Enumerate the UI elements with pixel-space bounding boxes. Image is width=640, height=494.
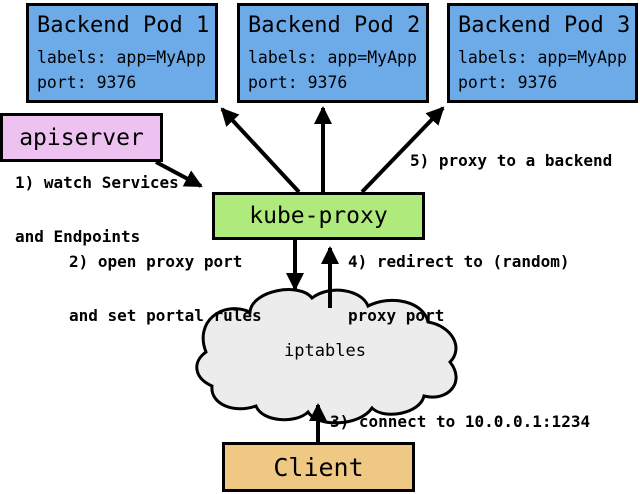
annotation-step3: 3) connect to 10.0.0.1:1234 (330, 408, 590, 435)
annotation-step2: 2) open proxy port and set portal rules (69, 248, 262, 329)
step4-line1: 4) redirect to (random) (348, 252, 570, 271)
pod-port: port: 9376 (248, 73, 348, 92)
pod-labels: labels: app=MyApp (458, 48, 627, 67)
iptables-label: iptables (284, 341, 366, 361)
backend-pod-1-box: Backend Pod 1 labels: app=MyApp port: 93… (26, 3, 218, 103)
arrow-watch-services (155, 160, 203, 188)
step1-line2: and Endpoints (15, 227, 141, 246)
backend-pod-2-box: Backend Pod 2 labels: app=MyApp port: 93… (237, 3, 429, 103)
pod-labels: labels: app=MyApp (37, 48, 206, 67)
pod-title: Backend Pod 2 (248, 13, 421, 38)
step1-line1: 1) watch Services (15, 173, 179, 192)
apiserver-label: apiserver (19, 124, 144, 151)
client-label: Client (273, 452, 364, 482)
step2-line2: and set portal rules (69, 306, 262, 325)
kube-proxy-label: kube-proxy (249, 203, 388, 229)
backend-pod-3-box: Backend Pod 3 labels: app=MyApp port: 93… (447, 3, 638, 103)
pod-port: port: 9376 (458, 73, 558, 92)
annotation-step5: 5) proxy to a backend (410, 147, 612, 174)
pod-port: port: 9376 (37, 73, 137, 92)
step3-text: 3) connect to 10.0.0.1:1234 (330, 412, 591, 431)
step4-line2: proxy port (348, 306, 445, 325)
kube-proxy-box: kube-proxy (212, 192, 425, 240)
arrow-proxy-to-backend-3 (360, 106, 445, 194)
pod-title: Backend Pod 3 (458, 13, 631, 38)
pod-labels: labels: app=MyApp (248, 48, 417, 67)
arrow-proxy-to-backend-1 (220, 107, 301, 194)
annotation-step4: 4) redirect to (random) proxy port (348, 248, 570, 329)
apiserver-box: apiserver (0, 113, 163, 162)
step5-text: 5) proxy to a backend (410, 151, 613, 170)
client-box: Client (222, 442, 415, 492)
pod-title: Backend Pod 1 (37, 13, 210, 38)
step2-line1: 2) open proxy port (69, 252, 243, 271)
annotation-step1: 1) watch Services and Endpoints (15, 169, 179, 250)
